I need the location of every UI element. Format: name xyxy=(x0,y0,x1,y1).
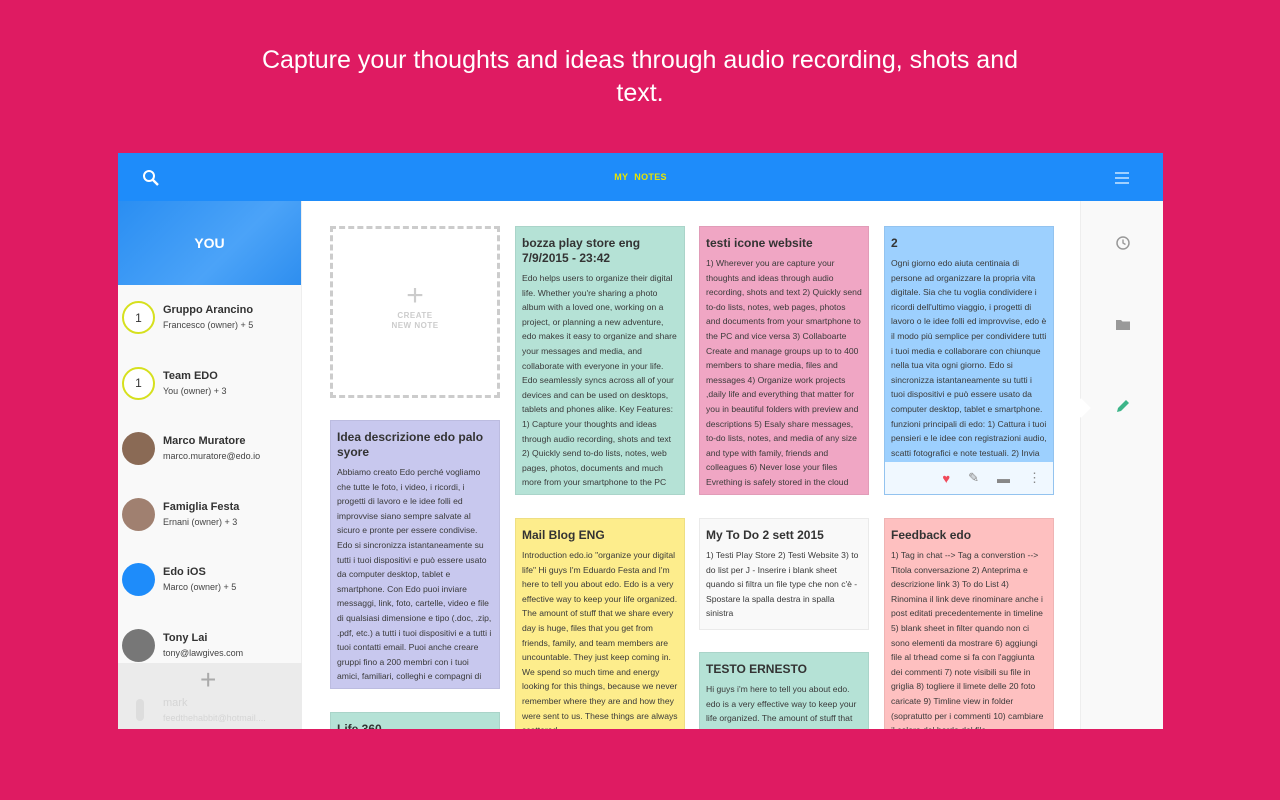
sidebar-item[interactable]: Marco Muratore marco.muratore@edo.io xyxy=(118,416,302,481)
contact-sub: Francesco (owner) + 5 xyxy=(163,320,254,330)
note-body: Hi guys i'm here to tell you about edo. … xyxy=(706,684,857,724)
note-body: Ogni giorno edo aiuta centinaia di perso… xyxy=(891,258,1047,458)
note-title: Mail Blog ENG xyxy=(522,528,605,542)
sidebar-item[interactable]: 1 Gruppo Arancino Francesco (owner) + 5 xyxy=(118,285,302,350)
note-card[interactable]: testi icone website 1) Wherever you are … xyxy=(699,226,869,495)
note-title: testi icone website xyxy=(706,236,813,250)
add-contact-row[interactable]: + mark feedthehabbit@hotmail.... xyxy=(118,663,302,729)
create-label: CREATE xyxy=(397,311,433,320)
create-label: NEW NOTE xyxy=(391,321,439,330)
unread-badge: 1 xyxy=(122,366,155,400)
contact-name: Edo iOS xyxy=(163,566,206,578)
note-body: Edo helps users to organize their digita… xyxy=(522,273,677,488)
note-card[interactable]: Idea descrizione edo palo syore Abbiamo … xyxy=(330,420,500,689)
top-bar: MY NOTES xyxy=(118,153,1163,201)
plus-icon: + xyxy=(406,279,424,312)
note-card[interactable]: TESTO ERNESTO Hi guys i'm here to tell y… xyxy=(699,652,869,729)
note-body: 1) Testi Play Store 2) Testi Website 3) … xyxy=(706,550,859,619)
note-card[interactable]: Feedback edo 1) Tag in chat --> Tag a co… xyxy=(884,518,1054,729)
note-title: Idea descrizione edo palo syore xyxy=(337,430,484,459)
profile-you[interactable]: YOU xyxy=(118,201,301,285)
sidebar-item[interactable]: 1 Team EDO You (owner) + 3 xyxy=(118,351,302,416)
note-title: 2 xyxy=(891,236,898,250)
notes-grid: + CREATE NEW NOTE Idea descrizione edo p… xyxy=(302,201,1080,729)
note-actions: ♥ ✎ ▬ ⋮ xyxy=(885,462,1053,494)
note-card[interactable]: Mail Blog ENG Introduction edo.io "organ… xyxy=(515,518,685,729)
create-new-note-button[interactable]: + CREATE NEW NOTE xyxy=(330,226,500,398)
heart-icon[interactable]: ♥ xyxy=(942,470,951,486)
avatar xyxy=(122,563,155,596)
contact-name: Marco Muratore xyxy=(163,435,246,447)
contact-sub: You (owner) + 3 xyxy=(163,385,227,396)
title-notes: NOTES xyxy=(634,172,667,182)
note-title: Life 360 xyxy=(337,722,382,729)
contact-sub: marco.muratore@edo.io xyxy=(163,451,261,461)
unread-badge: 1 xyxy=(122,301,155,334)
contact-name: Famiglia Festa xyxy=(163,500,240,513)
avatar xyxy=(122,628,155,662)
note-card[interactable]: 2 Ogni giorno edo aiuta centinaia di per… xyxy=(884,226,1054,495)
note-card[interactable]: bozza play store eng 7/9/2015 - 23:42 Ed… xyxy=(515,226,685,495)
contact-name: Tony Lai xyxy=(163,631,208,644)
sidebar-item[interactable]: Famiglia Festa Ernani (owner) + 3 xyxy=(118,482,302,547)
note-body: Abbiamo creato Edo perché vogliamo che t… xyxy=(337,467,492,682)
contact-name: Team EDO xyxy=(163,369,218,382)
more-vert-icon[interactable]: ⋮ xyxy=(1028,470,1041,485)
note-title: TESTO ERNESTO xyxy=(706,662,807,676)
contact-sub: feedthehabbit@hotmail.... xyxy=(163,713,266,723)
title-my: MY xyxy=(614,172,629,182)
avatar xyxy=(122,497,155,531)
page-title: MY NOTES xyxy=(118,172,1163,182)
note-body: 1) Tag in chat --> Tag a converstion -->… xyxy=(891,550,1044,729)
comment-icon[interactable]: ▬ xyxy=(997,470,1010,486)
contact-name: Gruppo Arancino xyxy=(163,304,254,316)
sidebar-item[interactable]: Edo iOS Marco (owner) + 5 xyxy=(118,547,302,612)
headline: Capture your thoughts and ideas through … xyxy=(261,46,1019,107)
folder-icon[interactable] xyxy=(1115,317,1131,333)
note-body: 1) Wherever you are capture your thought… xyxy=(706,258,862,487)
note-body: Introduction edo.io "organize your digit… xyxy=(522,550,678,729)
eyedropper-icon[interactable]: ✎ xyxy=(968,470,979,485)
menu-icon[interactable] xyxy=(1115,172,1129,187)
pencil-icon[interactable] xyxy=(1115,398,1131,414)
contact-sub: Marco (owner) + 5 xyxy=(163,582,237,592)
right-rail xyxy=(1071,201,1163,729)
note-card[interactable]: My To Do 2 sett 2015 1) Testi Play Store… xyxy=(699,518,869,630)
sidebar: YOU 1 Gruppo Arancino Francesco (owner) … xyxy=(118,201,302,729)
note-title: bozza play store eng 7/9/2015 - 23:42 xyxy=(522,236,641,265)
contact-name: mark xyxy=(163,697,188,709)
avatar xyxy=(122,432,155,465)
note-card[interactable]: Life 360 xyxy=(330,712,500,729)
search-icon[interactable] xyxy=(142,169,160,187)
clock-icon[interactable] xyxy=(1115,235,1131,251)
contact-sub: tony@lawgives.com xyxy=(163,647,244,658)
note-title: My To Do 2 sett 2015 xyxy=(706,528,824,542)
app-window: MY NOTES YOU 1 Gruppo Arancino Francesco … xyxy=(118,153,1163,729)
note-title: Feedback edo xyxy=(891,528,972,542)
plus-icon[interactable]: + xyxy=(200,664,217,695)
avatar xyxy=(136,699,144,721)
contact-sub: Ernani (owner) + 3 xyxy=(163,516,238,527)
sidebar-item[interactable]: Tony Lai tony@lawgives.com xyxy=(118,613,302,678)
